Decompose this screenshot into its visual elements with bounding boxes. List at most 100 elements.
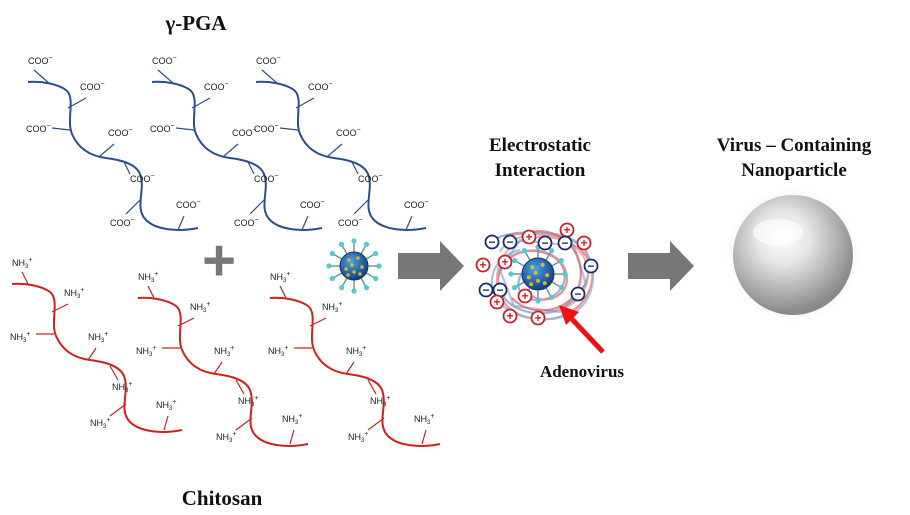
negative-charge-symbol: − [496,283,503,297]
carboxylate-label: COO− [204,81,229,92]
ammonium-label: NH3+ [414,413,434,426]
positive-charge-icon [521,229,537,245]
virus-spike-tip [329,250,335,257]
ammonium-label: NH3+ [90,417,110,430]
adenovirus-pointer-head [559,305,579,325]
positive-charge-symbol: + [479,258,486,272]
virus-spike-tip [376,263,382,269]
virus-spike-tip [329,275,335,282]
positive-charge-icon [502,308,518,324]
positive-charge-icon [475,257,491,273]
virus-spike-tip [338,285,345,291]
interaction-title-line1: Electrostatic [489,135,591,156]
ammonium-label: NH3+ [216,431,236,444]
negative-charge-symbol: − [506,235,513,249]
virus-spike-tip [562,271,568,277]
plus-sign: + [202,228,236,293]
virus-capsomer [530,265,535,270]
chitosan-side-group [367,379,377,395]
virus-capsomer [358,272,362,276]
virus-capsomer [542,281,547,286]
pga-backbone [27,80,199,231]
carboxylate-label: COO− [338,217,363,228]
pga-chains: COO−COO−COO−COO−COO−COO−COO−COO−COO−COO−… [26,55,429,231]
negative-charge-icon [537,235,553,251]
chitosan-chain-1: NH3+NH3+NH3+NH3+NH3+NH3+NH3+ [10,257,183,433]
positive-charge-symbol: + [525,230,532,244]
pga-side-group [191,97,211,109]
positive-charge-icon [489,294,505,310]
virus-spike-tip [351,288,357,294]
ammonium-label: NH3+ [12,257,32,270]
surface-charges: −−++−−+−++−−++++− [475,222,599,326]
negative-charge-symbol: − [587,259,594,273]
pga-side-group [279,127,299,131]
positive-charge-icon [517,288,533,304]
pga-side-group [223,143,239,157]
chitosan-side-group [51,303,69,313]
chitosan-side-group [345,361,355,375]
virus-spike-tip [351,238,357,244]
pga-side-group [67,97,87,109]
carboxylate-label: COO− [108,127,133,138]
ammonium-label: NH3+ [238,395,258,408]
virus-capsomer [529,282,534,287]
carboxylate-label: COO− [234,217,259,228]
virus-capsomer [350,263,354,267]
ammonium-label: NH3+ [10,331,30,344]
negative-charge-icon [570,286,586,302]
chitosan-chains: NH3+ NH3+ NH3+ NH3+ NH3+ NH3+ NH3+ NH3+ NH3+ NH3+… [10,257,441,447]
negative-charge-icon [502,234,518,250]
ammonium-label: NH3+ [156,399,176,412]
virus-capsomer [347,258,351,262]
carboxylate-label: COO− [80,81,105,92]
carboxylate-label: COO− [150,123,175,134]
positive-charge-symbol: + [563,223,570,237]
carboxylate-label: COO− [254,123,279,134]
negative-charge-icon [478,282,494,298]
carboxylate-label: COO− [130,173,155,184]
virus-capsomer [545,273,550,278]
carboxylate-label: COO− [232,127,257,138]
ammonium-label: NH3+ [322,301,342,314]
virus-capsomer [360,265,364,269]
ammonium-label: NH3+ [370,395,390,408]
negative-charge-symbol: − [488,235,495,249]
pga-side-group [405,215,413,231]
virus-spike-tip [363,285,370,291]
pga-chain-3: COO−COO−COO−COO−COO−COO−COO− [254,55,429,231]
chitosan-title: Chitosan [182,486,263,510]
carboxylate-label: COO− [404,199,429,210]
positive-charge-symbol: + [493,295,500,309]
polyelectrolyte-complex: −−++−−+−++−−++++− [475,222,599,326]
reaction-arrow-2 [628,241,694,291]
pga-side-group [353,199,369,215]
ammonium-label: NH3+ [64,287,84,300]
ammonium-label: NH3+ [270,271,290,284]
carboxylate-label: COO− [336,127,361,138]
virus-spike-tip [363,241,370,247]
chitosan-side-group [367,417,385,431]
virus-capsomer [533,270,538,275]
product-title-line1: Virus – Containing [717,135,872,156]
positive-charge-icon [530,310,546,326]
virus-spike-tip [558,284,564,291]
positive-charge-symbol: + [506,309,513,323]
virus-capsomer [346,273,350,277]
carboxylate-label: COO− [256,55,281,66]
virus-capsomer [344,267,348,271]
chitosan-side-group [109,365,119,381]
chitosan-side-group [235,417,253,431]
pga-side-group [351,161,359,175]
pga-side-group [51,127,71,131]
virus-spike-tip [373,250,379,257]
pga-side-group [327,143,343,157]
pga-side-group [33,69,51,85]
virus-spike-tip [548,294,555,300]
carboxylate-label: COO− [358,173,383,184]
ammonium-label: NH3+ [190,301,210,314]
pga-chain-1: COO−COO−COO−COO−COO−COO−COO− [26,55,201,231]
pga-side-group [177,215,185,231]
